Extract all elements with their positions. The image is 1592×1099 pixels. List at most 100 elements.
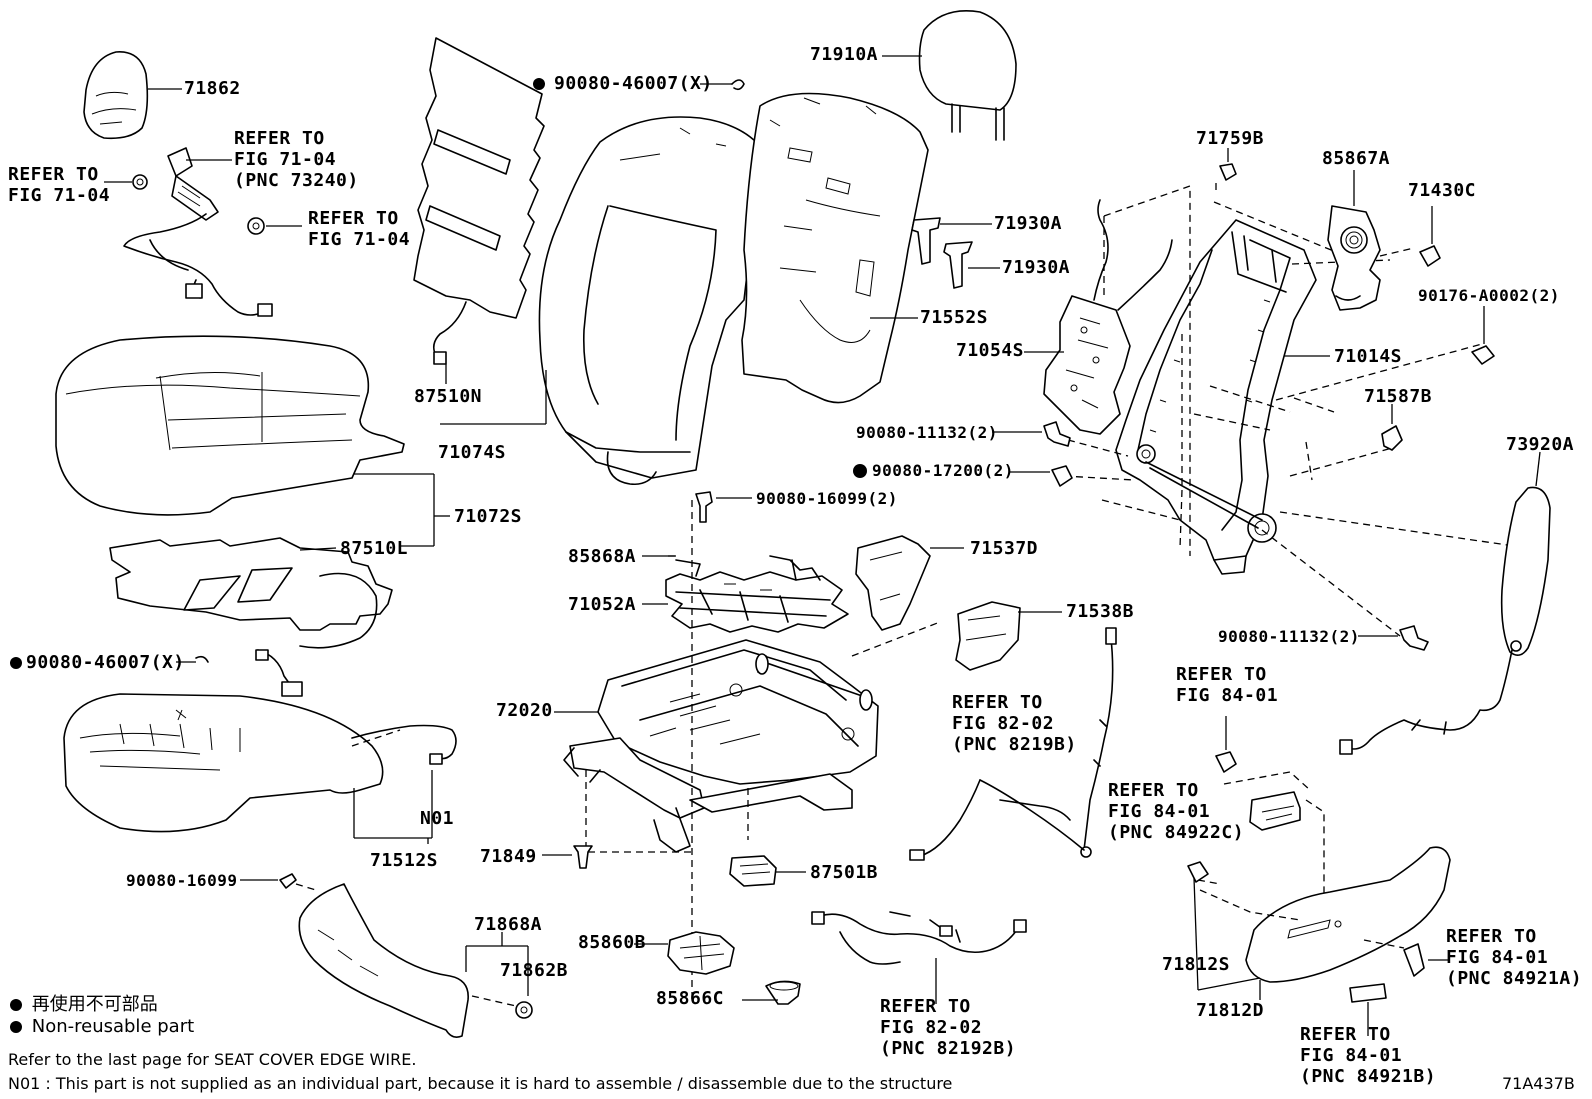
part-number-90080-11132-b[interactable]: 90080-11132(2) <box>1218 627 1360 646</box>
part-number-87510N[interactable]: 87510N <box>414 386 483 407</box>
part-number-71862B[interactable]: 71862B <box>500 960 569 981</box>
part-71430C-drawing <box>1419 206 1441 267</box>
refer-line: (PNC 84922C) <box>1108 822 1245 843</box>
part-number-85866C[interactable]: 85866C <box>656 988 725 1009</box>
part-number-90080-16099-2[interactable]: 90080-16099(2) <box>756 489 898 508</box>
part-number-87501B[interactable]: 87501B <box>810 862 879 883</box>
part-number-90176-A0002[interactable]: 90176-A0002(2) <box>1418 286 1560 305</box>
part-number-71052A[interactable]: 71052A <box>568 594 637 615</box>
refer-line: (PNC 82192B) <box>880 1038 1017 1059</box>
part-85868A-drawing <box>642 555 701 577</box>
part-number-71930A-1[interactable]: 71930A <box>994 213 1063 234</box>
bolt-icon <box>1215 716 1237 773</box>
part-number-87510L[interactable]: 87510L <box>340 538 409 559</box>
refer-to-fig-84-01-pnc-84922c[interactable]: REFER TO FIG 84-01 (PNC 84922C) <box>1108 780 1244 843</box>
refer-line: FIG 71-04 <box>8 185 111 206</box>
refer-line: (PNC 84921B) <box>1300 1066 1437 1087</box>
refer-line: FIG 71-04 <box>308 229 411 250</box>
refer-line: REFER TO <box>234 128 325 149</box>
non-reusable-dot-icon <box>10 999 22 1011</box>
refer-line: REFER TO <box>1108 780 1199 801</box>
part-number-71430C[interactable]: 71430C <box>1408 180 1477 201</box>
frame-assembly-dashed-lines <box>1063 180 1529 637</box>
part-number-90080-16099[interactable]: 90080-16099 <box>126 871 238 890</box>
part-number-90080-11132-a[interactable]: 90080-11132(2) <box>856 423 998 442</box>
refer-to-fig-71-04-left[interactable]: REFER TO FIG 71-04 <box>8 164 110 206</box>
part-number-90080-17200[interactable]: 90080-17200(2) <box>856 460 1014 482</box>
part-number-90080-46007-top[interactable]: 90080-46007(X) <box>554 73 713 94</box>
legend-en-text: Non-reusable part <box>31 1016 195 1037</box>
part-number-71512S[interactable]: 71512S <box>370 850 439 871</box>
part-71930A-drawing <box>911 217 1000 289</box>
refer-to-fig-84-01-pnc-84921a[interactable]: REFER TO FIG 84-01 (PNC 84921A) <box>1446 926 1582 989</box>
refer-to-fig-82-02-pnc-8219b[interactable]: REFER TO FIG 82-02 (PNC 8219B) <box>952 692 1077 755</box>
refer-line: (PNC 84921A) <box>1446 968 1583 989</box>
refer-to-fig-82-02-pnc-82192b[interactable]: REFER TO FIG 82-02 (PNC 82192B) <box>880 996 1016 1059</box>
part-number-71759B[interactable]: 71759B <box>1196 128 1265 149</box>
legend-english: Non-reusable part <box>10 1016 194 1037</box>
part-number-73920A[interactable]: 73920A <box>1506 434 1575 455</box>
refer-line: FIG 82-02 <box>880 1017 983 1038</box>
part-number-71072S[interactable]: 71072S <box>454 506 523 527</box>
clip-icon <box>195 655 209 663</box>
note-seat-cover-edge-wire: Refer to the last page for SEAT COVER ED… <box>8 1050 417 1069</box>
refer-line: FIG 82-02 <box>952 713 1055 734</box>
part-number-71538B[interactable]: 71538B <box>1066 601 1135 622</box>
non-reusable-dot-icon <box>10 1021 22 1033</box>
part-71862-drawing <box>83 51 182 140</box>
refer-to-fig-84-01-upper[interactable]: REFER TO FIG 84-01 <box>1176 664 1278 706</box>
seat-belt-buckle-harness-drawing <box>104 147 302 317</box>
part-number-71910A[interactable]: 71910A <box>810 44 879 65</box>
part-number-71812S[interactable]: 71812S <box>1162 954 1231 975</box>
part-number-71862[interactable]: 71862 <box>184 78 241 99</box>
assembly-dashed-lines-lower <box>351 500 941 1000</box>
part-number-text: 90080-17200(2) <box>872 461 1014 480</box>
legend-jp-text: 再使用不可部品 <box>31 994 158 1015</box>
part-number-71552S[interactable]: 71552S <box>920 307 989 328</box>
part-number-text: 90080-46007(X) <box>26 652 185 673</box>
refer-line: REFER TO <box>8 164 99 185</box>
note-n01: N01 : This part is not supplied as an in… <box>8 1074 953 1093</box>
part-number-71849[interactable]: 71849 <box>480 846 537 867</box>
part-number-71014S[interactable]: 71014S <box>1334 346 1403 367</box>
diagram-id: 71A437B <box>1502 1074 1575 1093</box>
refer-to-fig-71-04-right[interactable]: REFER TO FIG 71-04 <box>308 208 410 250</box>
part-number-71074S[interactable]: 71074S <box>438 442 507 463</box>
part-number-72020[interactable]: 72020 <box>496 700 553 721</box>
refer-to-fig-71-04-pnc-73240[interactable]: REFER TO FIG 71-04 (PNC 73240) <box>234 128 359 191</box>
part-number-71868A[interactable]: 71868A <box>474 914 543 935</box>
part-85867A-drawing <box>1327 170 1415 311</box>
part-73920A-drawing <box>1339 451 1551 755</box>
part-71537D-drawing <box>855 535 964 631</box>
part-71512S-drawing <box>63 693 457 839</box>
part-number-90080-46007-left[interactable]: 90080-46007(X) <box>10 652 185 674</box>
part-72020-drawing <box>554 639 879 853</box>
bolt-icon <box>1187 861 1209 883</box>
part-number-71054S[interactable]: 71054S <box>956 340 1025 361</box>
refer-line: FIG 84-01 <box>1446 947 1549 968</box>
refer-to-fig-84-01-pnc-84921b[interactable]: REFER TO FIG 84-01 (PNC 84921B) <box>1300 1024 1436 1087</box>
part-number-N01[interactable]: N01 <box>420 808 455 829</box>
refer-line: FIG 84-01 <box>1176 685 1279 706</box>
part-number-71587B[interactable]: 71587B <box>1364 386 1433 407</box>
part-71849-drawing <box>542 845 593 869</box>
part-number-85860B[interactable]: 85860B <box>578 932 647 953</box>
part-number-71930A-2[interactable]: 71930A <box>1002 257 1071 278</box>
part-number-71537D[interactable]: 71537D <box>970 538 1039 559</box>
non-reusable-dot-icon <box>10 657 22 669</box>
part-number-85867A[interactable]: 85867A <box>1322 148 1391 169</box>
nut-icon <box>853 464 1073 487</box>
part-71538B-drawing <box>909 601 1117 861</box>
refer-line: REFER TO <box>1446 926 1537 947</box>
part-number-71812D[interactable]: 71812D <box>1196 1000 1265 1021</box>
bolt-icon <box>1358 625 1429 651</box>
part-87501B-drawing <box>729 855 806 887</box>
refer-line: (PNC 8219B) <box>952 734 1077 755</box>
part-71868A-drawing <box>240 873 533 1038</box>
part-71074S-drawing <box>440 116 777 486</box>
refer-line: FIG 84-01 <box>1108 801 1211 822</box>
refer-line: REFER TO <box>880 996 971 1017</box>
refer-line: (PNC 73240) <box>234 170 359 191</box>
part-number-85868A[interactable]: 85868A <box>568 546 637 567</box>
part-71759B-drawing <box>1219 148 1237 181</box>
